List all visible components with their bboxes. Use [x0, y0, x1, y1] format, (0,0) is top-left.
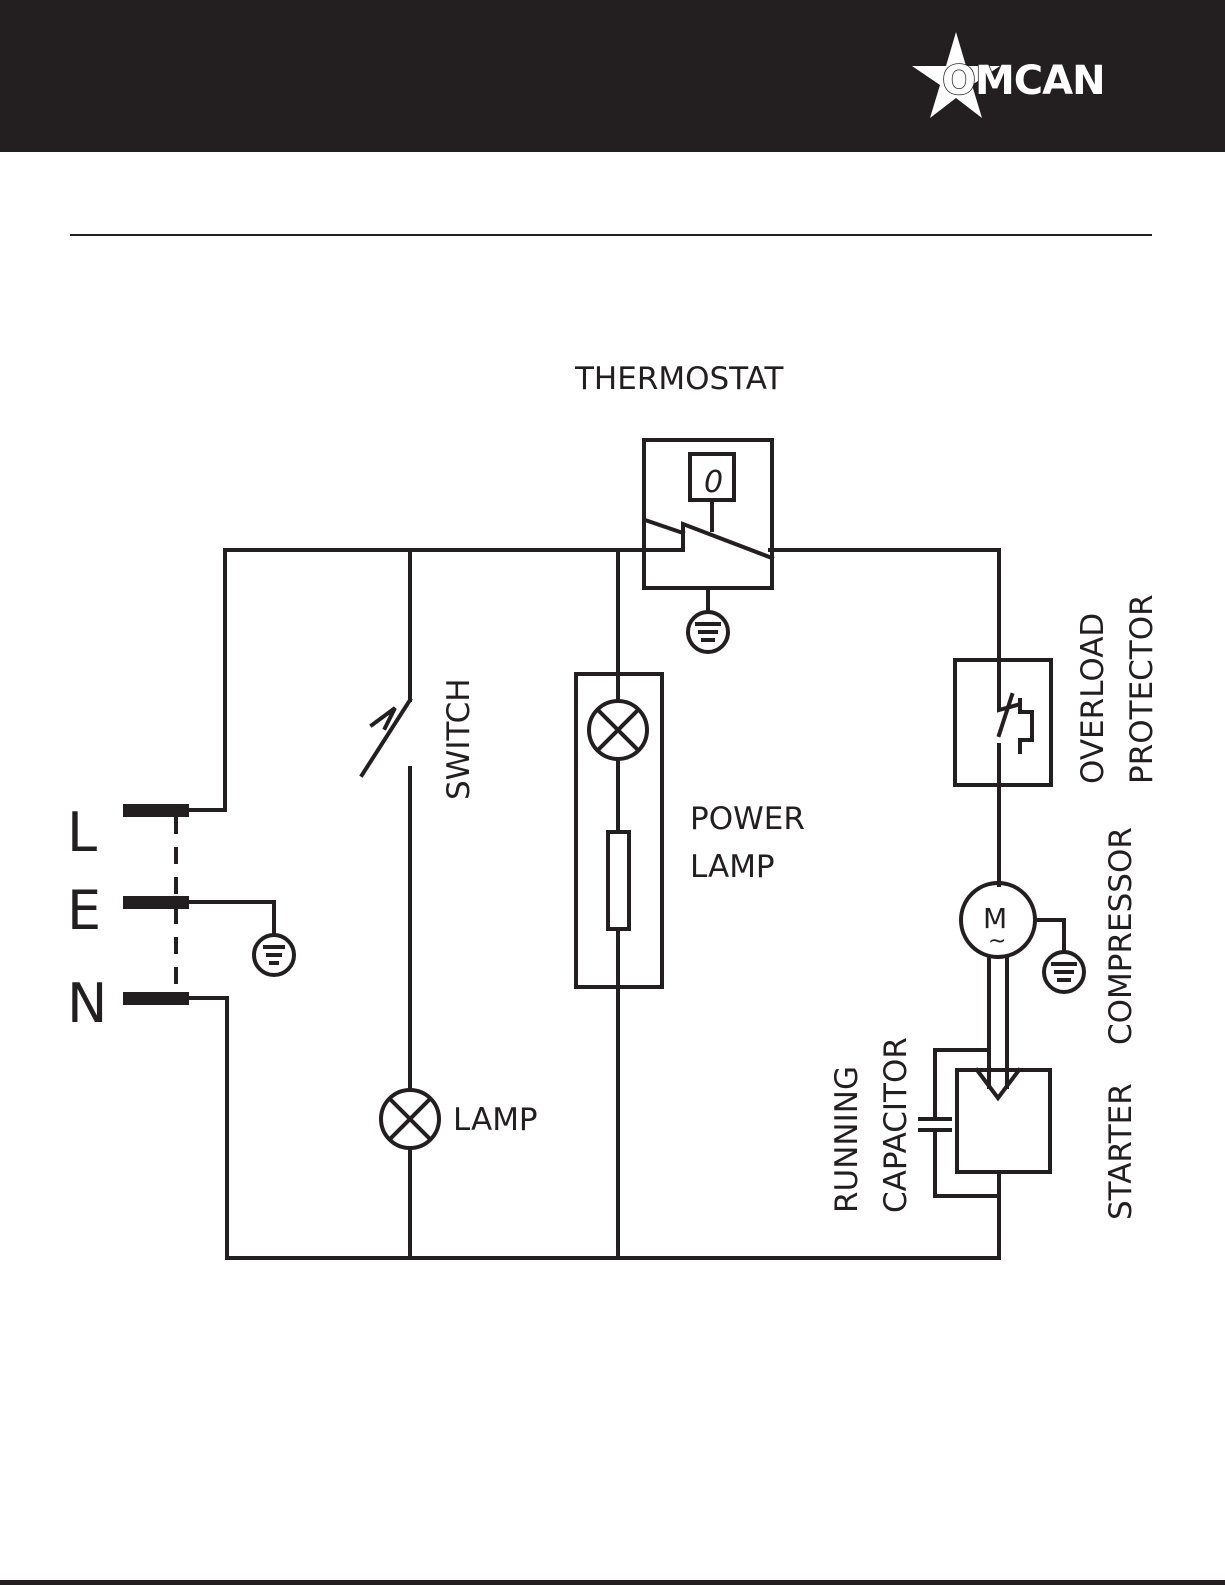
thermostat-contact	[645, 524, 772, 558]
starter-triangle	[977, 1070, 1019, 1098]
power-lamp-label-line2: LAMP	[690, 849, 775, 885]
terminal-e-label: E	[67, 879, 101, 942]
thermostat-housing	[644, 440, 772, 588]
terminal-n-label: N	[67, 972, 107, 1035]
terminal-n-plug	[123, 992, 189, 1005]
motor-symbol-label: ~	[988, 929, 1006, 954]
footer-rule	[0, 1580, 1225, 1585]
running-capacitor-label-line1: RUNNING	[829, 1066, 865, 1213]
terminal-l-label: L	[67, 801, 97, 864]
lamp-label: LAMP	[453, 1102, 538, 1138]
thermostat-dial-label: 0	[704, 465, 723, 500]
power-lamp-label-line1: POWER	[690, 801, 805, 837]
starter-housing	[957, 1070, 1050, 1172]
terminal-l-plug	[123, 804, 189, 817]
resistor-icon	[608, 832, 629, 929]
switch-contact	[362, 700, 410, 775]
compressor-label: COMPRESSOR	[1103, 827, 1139, 1045]
thermostat-label: THERMOSTAT	[574, 361, 785, 397]
overload-label-line1: OVERLOAD	[1075, 613, 1111, 784]
overload-label-line2: PROTECTOR	[1124, 594, 1160, 784]
starter-label: STARTER	[1103, 1083, 1139, 1220]
switch-label: SWITCH	[441, 678, 477, 800]
running-capacitor-wire	[935, 1050, 989, 1119]
terminal-e-plug	[123, 896, 189, 909]
running-capacitor-label-line2: CAPACITOR	[878, 1037, 914, 1213]
